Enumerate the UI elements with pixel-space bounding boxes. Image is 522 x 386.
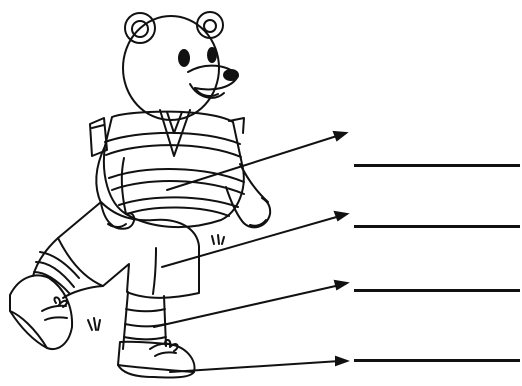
left-leg bbox=[10, 238, 103, 349]
arrow-shoe bbox=[170, 357, 347, 372]
bear-head bbox=[123, 12, 238, 120]
arrow-sock bbox=[154, 281, 347, 327]
answer-line-socks[interactable] bbox=[354, 289, 520, 292]
arrow-shorts bbox=[162, 212, 347, 267]
arrow-shirt bbox=[167, 132, 346, 190]
answer-line-shoes[interactable] bbox=[354, 359, 520, 362]
answer-line-shirt[interactable] bbox=[354, 164, 520, 167]
right-leg bbox=[118, 292, 194, 377]
answer-line-shorts[interactable] bbox=[354, 225, 520, 228]
